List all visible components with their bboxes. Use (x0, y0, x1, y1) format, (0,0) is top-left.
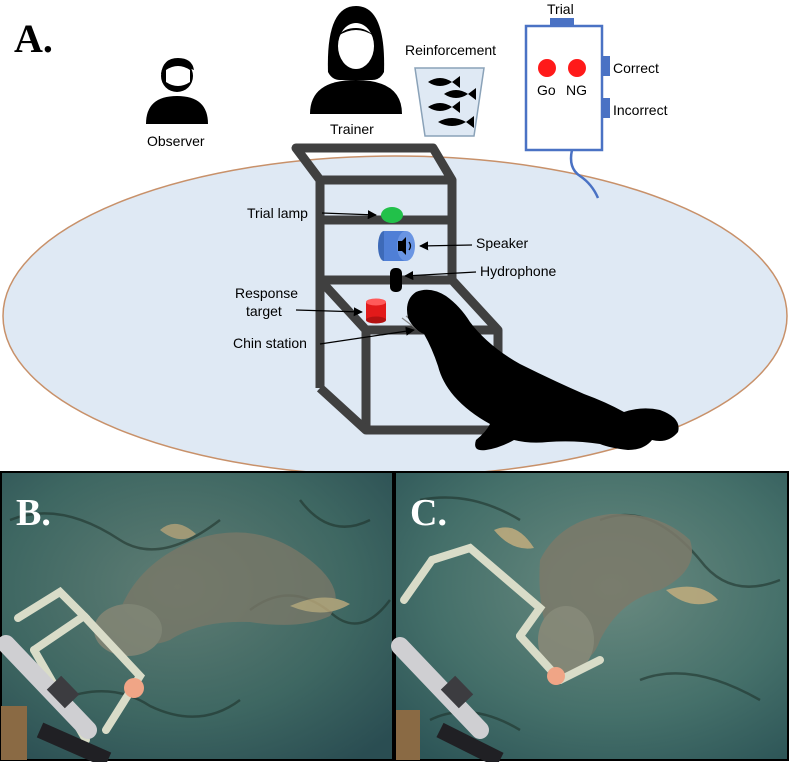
sea-lion-underwater-c (494, 513, 718, 674)
control-box (524, 18, 610, 199)
chin-station-label: Chin station (233, 335, 307, 351)
panel-a: A. Observer Trainer Reinforcement (2, 1, 788, 477)
fish-bucket-icon (414, 67, 485, 137)
panel-b-photo: B. (0, 471, 394, 762)
correct-label: Correct (613, 60, 659, 76)
speaker-label: Speaker (476, 235, 528, 251)
trial-lamp (381, 207, 403, 223)
pvc-chin-station-c (400, 543, 604, 684)
hydrophone-label: Hydrophone (480, 263, 556, 279)
response-target-label-line2: target (246, 303, 282, 319)
observer-label: Observer (147, 133, 205, 149)
pipe-c (391, 637, 504, 762)
response-target-label-line1: Response (235, 285, 298, 301)
go-label: Go (537, 82, 556, 98)
pipe-b (0, 635, 112, 762)
trainer-label: Trainer (330, 121, 374, 137)
incorrect-button[interactable] (601, 98, 610, 118)
nogo-label: NG (566, 82, 587, 98)
trial-label: Trial (547, 1, 574, 17)
observer-person-icon (146, 58, 208, 124)
sea-lion-silhouette (407, 289, 679, 451)
response-target (366, 298, 386, 324)
speaker-icon (378, 231, 415, 261)
trial-button[interactable] (550, 18, 574, 27)
panel-c-photo: C. (391, 471, 789, 762)
hydrophone (390, 268, 402, 292)
response-target-b (124, 678, 144, 698)
nogo-light (568, 59, 586, 77)
response-target-c (547, 667, 565, 685)
trial-lamp-label: Trial lamp (247, 205, 308, 221)
panel-label-b: B. (16, 492, 51, 534)
panel-label-c: C. (410, 492, 447, 534)
go-light (538, 59, 556, 77)
trainer-person-icon (310, 6, 402, 114)
incorrect-label: Incorrect (613, 102, 668, 118)
correct-button[interactable] (601, 56, 610, 76)
reinforcement-label: Reinforcement (405, 42, 496, 58)
panel-label-a: A. (14, 16, 53, 61)
